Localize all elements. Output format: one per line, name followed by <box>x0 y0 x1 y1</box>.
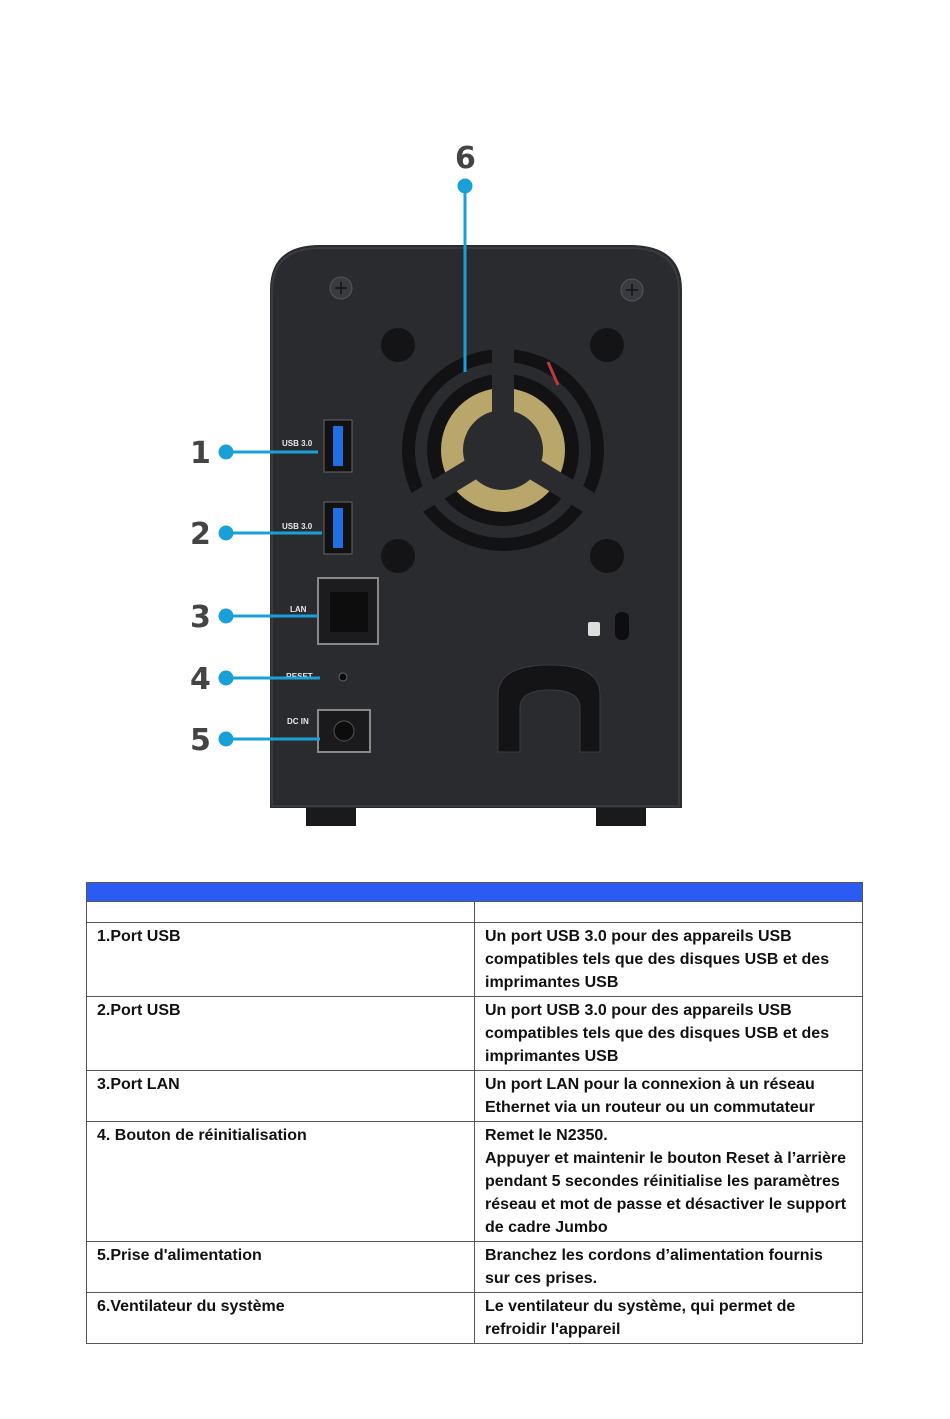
bumper <box>381 539 415 573</box>
description-line: Appuyer et maintenir le bouton Reset à l… <box>485 1150 847 1236</box>
table-empty-row <box>86 901 863 923</box>
component-name: 3.Port LAN <box>86 1070 475 1122</box>
description-line: Branchez les cordons d’alimentation four… <box>485 1247 823 1287</box>
lan-label: LAN <box>290 605 307 614</box>
bumper <box>590 328 624 362</box>
component-description: Un port USB 3.0 pour des appareils USB c… <box>474 922 863 997</box>
description-line: Un port USB 3.0 pour des appareils USB c… <box>485 1002 830 1065</box>
callout-1: 1 <box>190 436 211 471</box>
component-name: 2.Port USB <box>86 996 475 1071</box>
component-description: Remet le N2350. Appuyer et maintenir le b… <box>474 1121 863 1242</box>
callout-2: 2 <box>190 517 211 552</box>
usb-top-label: USB 3.0 <box>282 439 313 448</box>
reset-button-hole <box>338 672 348 682</box>
callout-3: 3 <box>190 600 211 635</box>
bumper <box>381 328 415 362</box>
dc-in-label: DC IN <box>287 717 309 726</box>
description-line: Un port USB 3.0 pour des appareils USB c… <box>485 928 830 991</box>
component-name: 1.Port USB <box>86 922 475 997</box>
description-line: Le ventilateur du système, qui permet de… <box>485 1298 796 1338</box>
callout-4: 4 <box>190 662 211 697</box>
component-description: Branchez les cordons d’alimentation four… <box>474 1241 863 1293</box>
component-name: 4. Bouton de réinitialisation <box>86 1121 475 1242</box>
usb-bottom-label: USB 3.0 <box>282 522 313 531</box>
component-description: Le ventilateur du système, qui permet de… <box>474 1292 863 1344</box>
screw-icon <box>620 278 644 302</box>
dc-in-jack <box>317 709 371 753</box>
description-line: Un port LAN pour la connexion à un résea… <box>485 1076 815 1116</box>
fan-icon <box>392 339 614 561</box>
device-rear-figure: USB 3.0 USB 3.0 LAN RESET DC IN 1 2 3 4 … <box>190 141 682 826</box>
callout-5: 5 <box>190 723 211 758</box>
component-name: 5.Prise d'alimentation <box>86 1241 475 1293</box>
description-line: Remet le N2350. <box>485 1127 608 1144</box>
callout-6: 6 <box>455 141 476 176</box>
component-description: Un port LAN pour la connexion à un résea… <box>474 1070 863 1122</box>
screw-icon <box>329 276 353 300</box>
callout-lines <box>218 178 473 747</box>
cable-hook <box>497 664 601 753</box>
component-name: 6.Ventilateur du système <box>86 1292 475 1344</box>
lock-icon <box>588 612 629 640</box>
component-description: Un port USB 3.0 pour des appareils USB c… <box>474 996 863 1071</box>
table-header-bar <box>86 882 863 902</box>
bumper <box>590 539 624 573</box>
